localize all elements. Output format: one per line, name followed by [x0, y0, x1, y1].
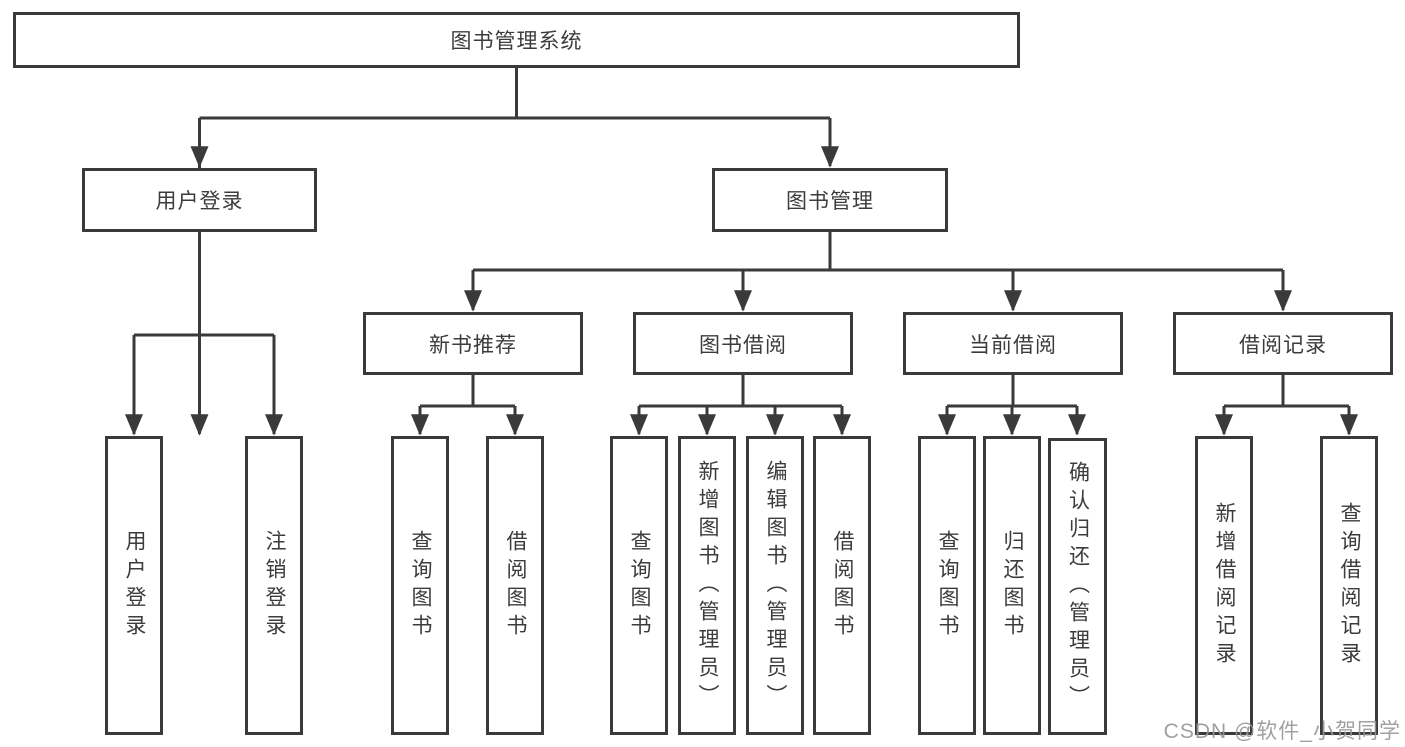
leaf-query-books-1: 查询图书	[391, 436, 449, 735]
leaf-edit-books-admin: 编辑图书（管理员）	[746, 436, 804, 735]
leaf-confirm-return-admin: 确认归还（管理员）	[1048, 438, 1107, 735]
leaf-query-books-2: 查询图书	[610, 436, 668, 735]
node-root-system: 图书管理系统	[13, 12, 1020, 68]
leaf-user-login: 用户登录	[105, 436, 163, 735]
leaf-add-borrow-record: 新增借阅记录	[1195, 436, 1253, 735]
leaf-query-books-3: 查询图书	[918, 436, 976, 735]
leaf-logout: 注销登录	[245, 436, 303, 735]
node-new-book-recommendation: 新书推荐	[363, 312, 583, 375]
leaf-return-books: 归还图书	[983, 436, 1041, 735]
node-book-management: 图书管理	[712, 168, 948, 232]
node-book-borrowing: 图书借阅	[633, 312, 853, 375]
node-current-borrowing: 当前借阅	[903, 312, 1123, 375]
leaf-add-books-admin: 新增图书（管理员）	[678, 436, 736, 735]
leaf-borrow-books-2: 借阅图书	[813, 436, 871, 735]
csdn-watermark: CSDN @软件_小贺同学	[1163, 720, 1401, 743]
node-borrowing-records: 借阅记录	[1173, 312, 1393, 375]
node-user-login: 用户登录	[82, 168, 317, 232]
leaf-query-borrow-record: 查询借阅记录	[1320, 436, 1378, 735]
leaf-borrow-books-1: 借阅图书	[486, 436, 544, 735]
